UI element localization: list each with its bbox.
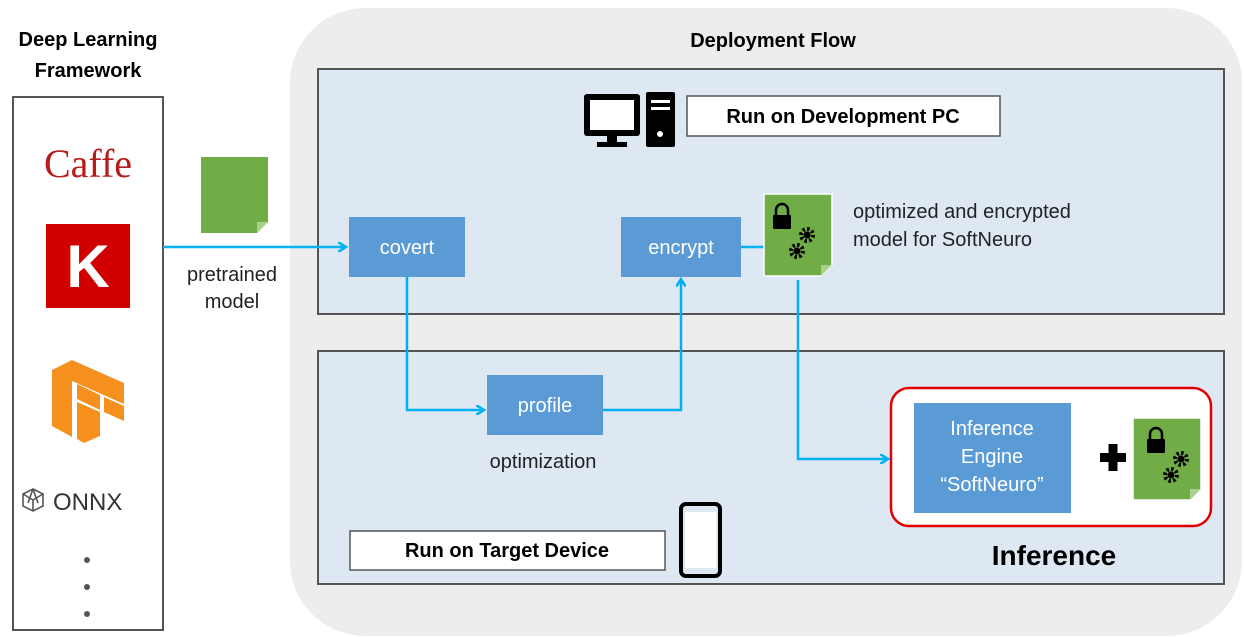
profile-step-label: profile <box>518 395 572 417</box>
profile-step <box>487 375 603 435</box>
arrow-profile-to-encrypt <box>603 280 681 412</box>
dev-pc-label-box <box>686 95 1001 137</box>
plus-icon <box>1100 444 1126 471</box>
encrypted-model-label-line2: model for SoftNeuro <box>853 229 1032 251</box>
tensorflow-logo <box>52 360 124 443</box>
encrypted-model-file-icon <box>763 193 833 277</box>
desktop-pc-icon <box>584 92 675 147</box>
keras-logo <box>46 224 130 308</box>
engine-label-line2: Engine <box>961 446 1023 468</box>
encrypt-step <box>621 217 741 277</box>
onnx-label: ONNX <box>53 489 122 516</box>
covert-step-label: covert <box>380 237 435 259</box>
ellipsis-dot <box>84 611 90 617</box>
arrow-model-to-engine <box>796 280 887 459</box>
onnx-logo-icon <box>22 488 44 512</box>
pretrained-label-line2: model <box>205 291 259 313</box>
inference-engine-box <box>914 403 1071 513</box>
smartphone-icon <box>679 502 722 578</box>
pretrained-model-file-icon <box>201 157 268 233</box>
ellipsis-dot <box>84 557 90 563</box>
target-label-box <box>349 530 666 571</box>
engine-label-line1: Inference <box>950 418 1033 440</box>
encrypt-step-label: encrypt <box>648 237 714 259</box>
deployment-flow-title: Deployment Flow <box>690 30 856 52</box>
framework-title-line2: Framework <box>35 60 143 82</box>
optimization-label: optimization <box>490 451 597 473</box>
encrypted-model-label-line1: optimized and encrypted <box>853 201 1071 223</box>
keras-logo-letter: K <box>66 233 109 300</box>
engine-label-line3: “SoftNeuro” <box>940 474 1043 496</box>
arrow-covert-to-profile <box>405 277 483 410</box>
file-fold <box>257 222 268 233</box>
ellipsis-dot <box>84 584 90 590</box>
framework-title-line1: Deep Learning <box>19 29 158 51</box>
covert-step <box>349 217 465 277</box>
inference-label: Inference <box>992 540 1117 571</box>
caffe-logo: Caffe <box>44 141 132 186</box>
inference-model-file-icon <box>1132 417 1202 501</box>
dev-pc-label: Run on Development PC <box>726 106 959 128</box>
framework-column <box>12 96 164 631</box>
pretrained-label-line1: pretrained <box>187 264 277 286</box>
target-device-label: Run on Target Device <box>405 540 609 562</box>
